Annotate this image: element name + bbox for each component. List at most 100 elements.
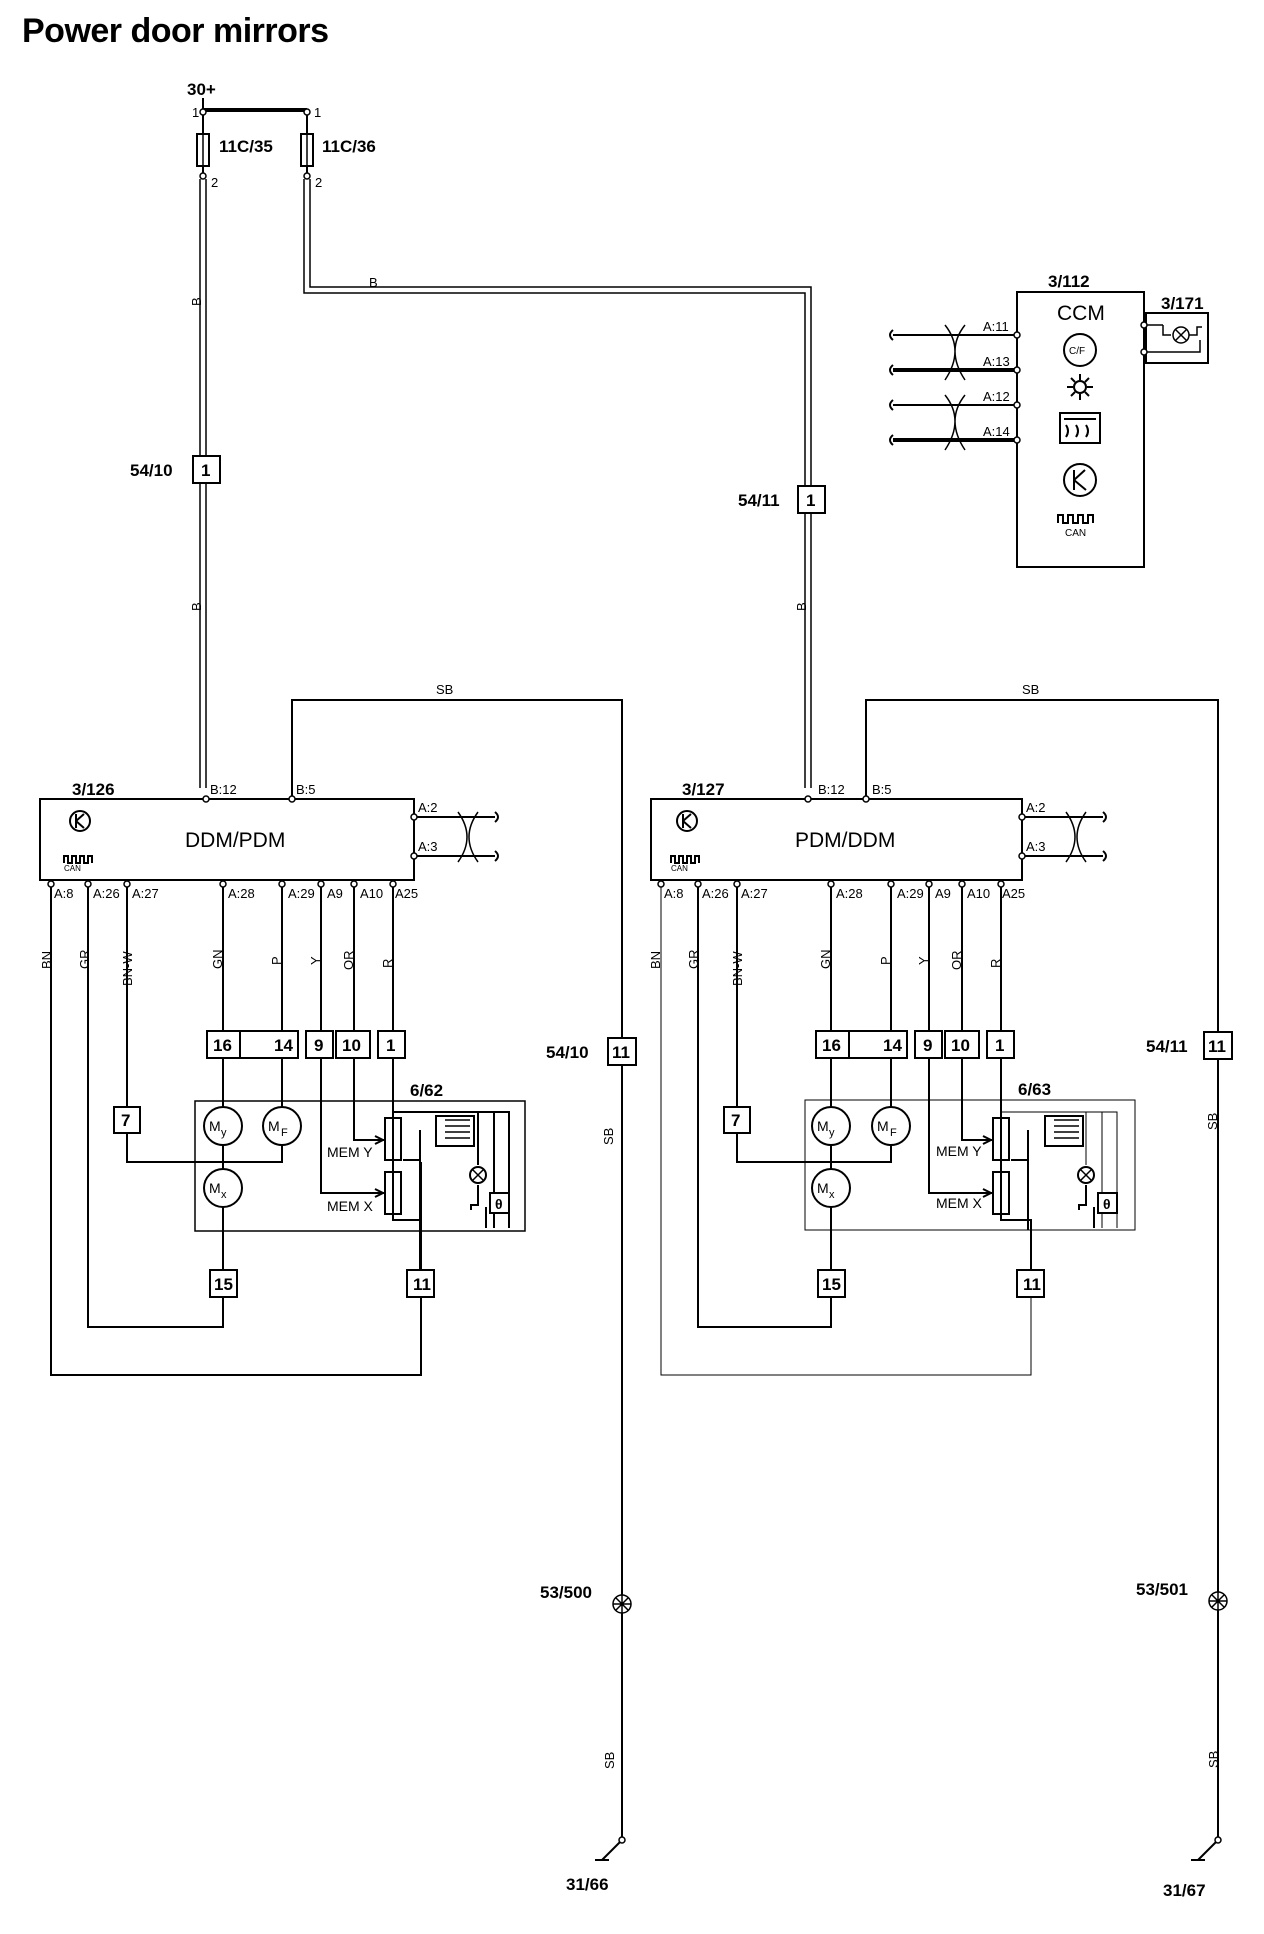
page-title: Power door mirrors xyxy=(22,12,329,50)
module-left-pin-a27: A:27 xyxy=(132,886,159,901)
fuse-right-pin-bottom: 2 xyxy=(315,175,322,190)
supply-wires xyxy=(199,179,812,788)
fuse-right-label: 11C/36 xyxy=(322,137,376,156)
mirror-right-pin-10: 10 xyxy=(951,1036,970,1055)
module-left-pin-a2: A:2 xyxy=(418,800,438,815)
ground-point-right xyxy=(1208,1591,1228,1611)
mirror-right-id: 6/63 xyxy=(1018,1080,1051,1099)
wire-left-or: OR xyxy=(341,951,356,971)
module-right-name: PDM/DDM xyxy=(795,829,895,852)
wire-left-r: R xyxy=(380,959,395,968)
module-right-pin-a10: A10 xyxy=(967,886,990,901)
fuse-left-pin-top: 1 xyxy=(192,105,199,120)
module-left-pin-a9: A9 xyxy=(327,886,343,901)
module-right-pin-a25: A25 xyxy=(1002,886,1025,901)
module-left-pin-a29: A:29 xyxy=(288,886,315,901)
wire-right-or: OR xyxy=(949,951,964,971)
mirror-left-motor-x-sub: x xyxy=(221,1189,227,1201)
module-right-can: CAN xyxy=(671,864,688,873)
module-left-pin-a8: A:8 xyxy=(54,886,74,901)
wire-left-sb-low: SB xyxy=(602,1752,617,1769)
connector-54-11-sb-pin: 11 xyxy=(1208,1037,1226,1056)
ground-terminal-right xyxy=(1191,1836,1222,1861)
mirror-6-63 xyxy=(723,1058,1136,1298)
mirror-right-motor-f: M xyxy=(877,1118,889,1134)
mirror-6-62 xyxy=(113,1058,526,1298)
wire-left-sb-mid: SB xyxy=(601,1128,616,1145)
supply-terminal-label: 30+ xyxy=(187,80,216,99)
mirror-right-motor-f-sub: F xyxy=(890,1127,897,1139)
module-left-pin-a3: A:3 xyxy=(418,839,438,854)
ground-left-label: 53/500 xyxy=(540,1583,592,1602)
module-left-pin-a10: A10 xyxy=(360,886,383,901)
module-right-pin-a27: A:27 xyxy=(741,886,768,901)
wire-left-sb-top: SB xyxy=(436,682,453,697)
mirror-left-pin-1: 1 xyxy=(386,1036,395,1055)
mirror-right-pin-11: 11 xyxy=(1023,1275,1041,1294)
connector-54-10-sb-pin: 11 xyxy=(612,1043,630,1062)
mirror-right-motor-x-sub: x xyxy=(829,1189,835,1201)
mirror-left-motor-x: M xyxy=(209,1180,221,1196)
mirror-right-pin-16: 16 xyxy=(822,1036,841,1055)
mirror-left-theta: θ xyxy=(495,1196,503,1212)
ground-right-label: 53/501 xyxy=(1136,1580,1188,1599)
ground-point-left xyxy=(612,1594,632,1614)
mirror-left-connector xyxy=(206,1030,406,1059)
ccm-pin-a11: A:11 xyxy=(983,319,1009,334)
bulb-3-171-id: 3/171 xyxy=(1161,294,1204,313)
module-3-126 xyxy=(39,798,499,881)
mirror-right-theta: θ xyxy=(1103,1196,1111,1212)
mirror-right-pin-14: 14 xyxy=(883,1036,902,1055)
wire-color-left-b2: B xyxy=(189,602,204,611)
mirror-left-pin-16: 16 xyxy=(213,1036,232,1055)
mirror-left-pin-7: 7 xyxy=(121,1111,130,1130)
module-right-pin-b12: B:12 xyxy=(818,782,845,797)
wire-left-p: P xyxy=(269,956,284,965)
ccm-module xyxy=(889,291,1209,568)
ccm-pin-a12: A:12 xyxy=(983,389,1010,404)
wire-right-p: P xyxy=(878,956,893,965)
module-right-pin-a28: A:28 xyxy=(836,886,863,901)
module-left-id: 3/126 xyxy=(72,780,115,799)
wire-right-gn: GN xyxy=(818,950,833,970)
module-left-pin-a26: A:26 xyxy=(93,886,120,901)
mirror-right-pin-7: 7 xyxy=(731,1111,740,1130)
ccm-id: 3/112 xyxy=(1048,272,1090,291)
mirror-left-id: 6/62 xyxy=(410,1081,443,1100)
mirror-left-pin-10: 10 xyxy=(342,1036,361,1055)
mirror-right-connector xyxy=(815,1030,1015,1059)
module-left-pin-b12: B:12 xyxy=(210,782,237,797)
wire-left-gr: GR xyxy=(77,950,92,970)
mirror-left-mem-x: MEM X xyxy=(327,1198,374,1214)
mirror-left-pin-14: 14 xyxy=(274,1036,293,1055)
mirror-left-pin-15: 15 xyxy=(214,1275,233,1294)
module-right-pin-a2: A:2 xyxy=(1026,800,1046,815)
wire-right-bnw: BN-W xyxy=(730,951,745,986)
connector-54-10-sb-label: 54/10 xyxy=(546,1043,589,1062)
fuse-right-pin-top: 1 xyxy=(314,105,321,120)
connector-54-11-label: 54/11 xyxy=(738,491,780,510)
ground-right-terminal: 31/67 xyxy=(1163,1881,1206,1900)
wire-right-sb-mid: SB xyxy=(1205,1113,1220,1130)
ccm-name: CCM xyxy=(1057,302,1105,325)
mirror-right-pin-1: 1 xyxy=(995,1036,1004,1055)
mirror-right-pin-15: 15 xyxy=(822,1275,841,1294)
connector-54-11-sb-box xyxy=(1203,1031,1233,1060)
connector-54-11-pin: 1 xyxy=(806,491,815,510)
wire-right-sb-low: SB xyxy=(1206,1751,1221,1768)
mirror-left-pin-11: 11 xyxy=(413,1275,431,1294)
ground-terminal-left xyxy=(595,1836,626,1861)
wire-color-top-b: B xyxy=(369,275,378,290)
module-right-pin-a9: A9 xyxy=(935,886,951,901)
mirror-right-motor-y-sub: y xyxy=(829,1127,835,1139)
connector-54-10-label: 54/10 xyxy=(130,461,173,480)
mirror-left-motor-y: M xyxy=(209,1118,221,1134)
module-left-pin-b5: B:5 xyxy=(296,782,316,797)
mirror-left-motor-f-sub: F xyxy=(281,1127,288,1139)
ground-left-terminal: 31/66 xyxy=(566,1875,609,1894)
module-3-127 xyxy=(650,798,1107,881)
wire-right-bn: BN xyxy=(648,951,663,969)
power-supply xyxy=(196,98,314,180)
fuse-left-label: 11C/35 xyxy=(219,137,273,156)
